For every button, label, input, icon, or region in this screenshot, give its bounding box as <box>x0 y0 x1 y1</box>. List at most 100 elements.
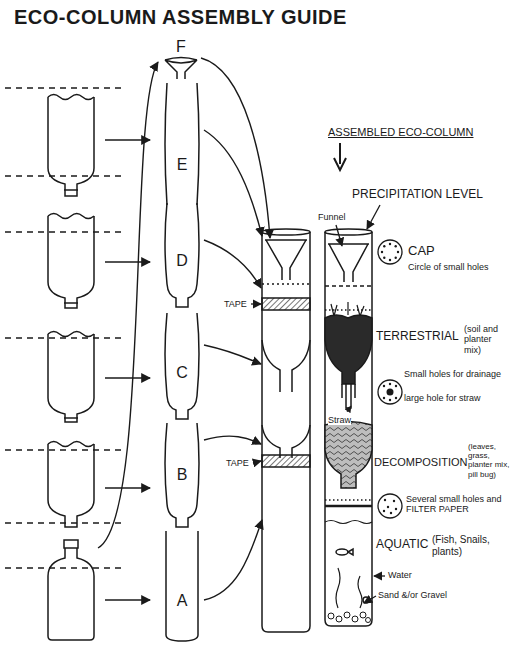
bottle-outline <box>48 216 94 308</box>
hole-dots <box>383 499 397 514</box>
annotation-label: (soil and planter mix) <box>464 324 510 355</box>
bottle-ring <box>64 189 78 191</box>
cut-line <box>5 449 125 450</box>
annotation-label: Funnel <box>318 212 346 222</box>
bottle-piece: B <box>162 422 202 528</box>
bottles <box>48 95 94 641</box>
pebble <box>344 612 350 618</box>
piece-outline-path <box>165 58 197 80</box>
bottle-neck <box>262 425 310 458</box>
annotation-label: DECOMPOSITION <box>374 456 468 469</box>
hole <box>383 245 385 247</box>
piece-letter: D <box>176 252 188 270</box>
arrow <box>98 62 158 548</box>
hole <box>383 397 385 399</box>
page-title: ECO-COLUMN ASSEMBLY GUIDE <box>14 6 347 29</box>
hole <box>389 243 391 245</box>
tape-band <box>262 455 310 467</box>
pebble <box>360 612 366 618</box>
arrow <box>204 520 262 600</box>
plant-sprouts <box>331 302 364 316</box>
funnel-shape <box>265 240 307 280</box>
arrow <box>204 130 262 236</box>
annotation-label: large hole for straw <box>404 393 510 403</box>
hole <box>389 383 391 385</box>
pebble <box>336 616 342 622</box>
piece-outline-path <box>165 423 199 527</box>
annotation-label: CAP <box>408 244 435 259</box>
annotation-label: Straw <box>328 415 351 425</box>
annotation-label: PRECIPITATION LEVEL <box>352 188 483 202</box>
down-arrow <box>334 143 346 170</box>
leader-line <box>347 406 351 412</box>
piece-outline <box>162 530 202 642</box>
bottle-outline <box>48 548 94 640</box>
straw-hole <box>387 389 394 396</box>
leader-line <box>251 303 261 304</box>
fish-tail <box>348 549 353 555</box>
pebble <box>366 618 371 623</box>
layer-details <box>378 240 402 518</box>
bottle-outline <box>48 334 94 422</box>
column-outline <box>262 232 310 632</box>
piece-letter: E <box>177 156 188 174</box>
hole <box>383 257 385 259</box>
bottle-ring <box>64 302 78 304</box>
stacked-column <box>262 229 310 632</box>
annotation-label: TERRESTRIAL <box>376 330 459 344</box>
annotation-label: Sand &/or Gravel <box>378 590 447 600</box>
cap-circle <box>378 494 402 518</box>
leader-line <box>253 461 261 463</box>
annotation-label: Small holes for drainage <box>404 369 510 379</box>
leader-line <box>364 596 376 603</box>
column-rim <box>262 229 310 235</box>
piece-outline <box>162 82 202 206</box>
bottle-piece: D <box>162 202 202 308</box>
piece-outline-path <box>165 83 199 205</box>
leaf-litter <box>325 422 372 489</box>
pebble <box>328 613 334 619</box>
straw <box>346 384 351 408</box>
arrow <box>105 487 150 488</box>
piece-outline-path <box>166 531 198 641</box>
arrow <box>105 599 150 600</box>
assembly-arrows <box>98 58 270 600</box>
cut-line <box>5 567 125 568</box>
annotation-label: ASSEMBLED ECO-COLUMN <box>328 126 473 139</box>
cap-circle <box>378 380 402 404</box>
hole <box>383 385 385 387</box>
hole <box>381 251 383 253</box>
bottle-cut-edge <box>48 442 94 447</box>
hole <box>395 257 397 259</box>
hole <box>395 508 397 510</box>
column-outline <box>325 232 372 626</box>
leader-line <box>367 205 380 229</box>
hole <box>395 385 397 387</box>
cut-edge <box>325 499 372 501</box>
cut-lines <box>5 88 125 568</box>
annotation-label: (Fish, Snails, plants) <box>432 534 510 557</box>
cut-line <box>5 337 125 338</box>
cut-line <box>5 175 125 176</box>
hole-dots <box>381 243 399 261</box>
leaders <box>251 205 385 603</box>
hole <box>387 506 389 508</box>
tape-band <box>262 298 310 310</box>
arrow <box>204 345 261 364</box>
piece-letter: C <box>176 364 188 382</box>
cut-edge <box>325 285 372 287</box>
hole <box>393 500 395 502</box>
cap-circle <box>378 240 402 264</box>
piece-outline-path <box>165 313 199 419</box>
bottle-piece: C <box>162 312 202 420</box>
bottle-outline <box>48 444 94 527</box>
hole <box>383 510 385 512</box>
water-line <box>325 521 372 524</box>
arrow <box>204 436 261 444</box>
bottle-outline <box>48 97 94 196</box>
fish <box>336 549 348 555</box>
bottle-cap <box>64 540 78 548</box>
bottle-cut-edge <box>48 332 94 337</box>
cut-edge <box>262 283 310 285</box>
